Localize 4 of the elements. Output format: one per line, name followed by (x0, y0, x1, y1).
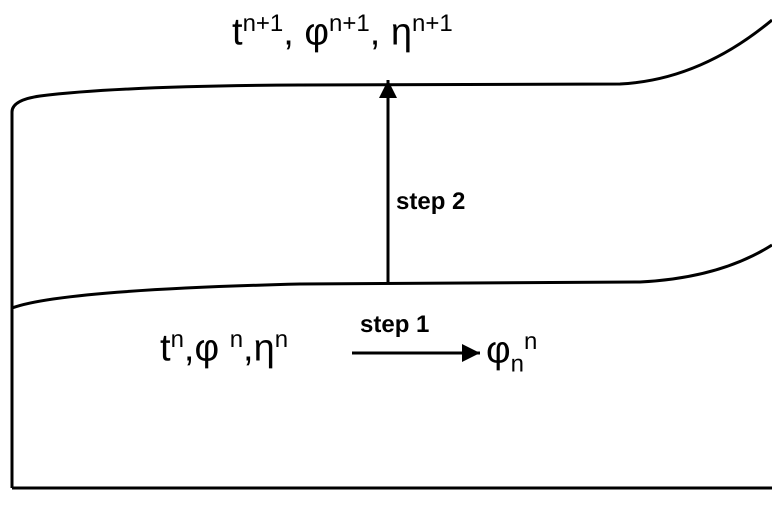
arrow (352, 344, 480, 362)
math-expression: t$^{n}$,φ $^{n}$,η$^{n}$ (160, 328, 288, 368)
arrow (379, 80, 397, 283)
math-expression: t$^{n+1}$, φ$^{n+1}$, η$^{n+1}$ (232, 12, 453, 52)
